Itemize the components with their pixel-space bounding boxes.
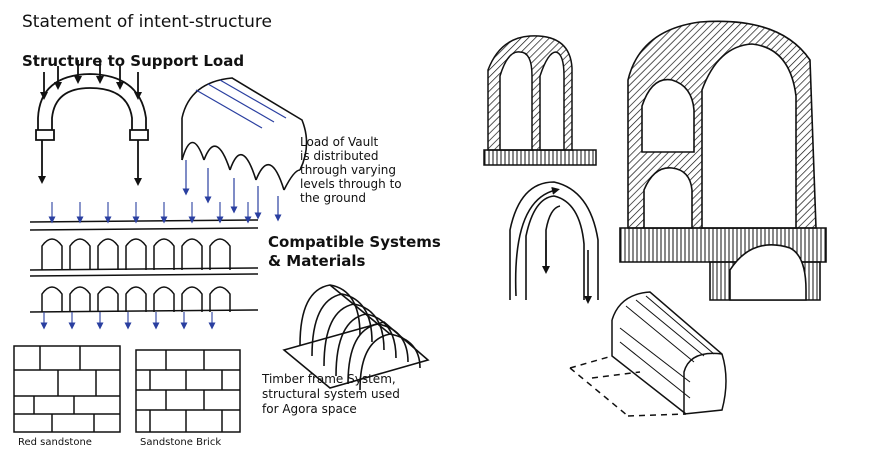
- vault-note-line: levels through to: [300, 177, 402, 191]
- vault-note-line: through varying: [300, 163, 397, 177]
- timber-note-line: Timber frame System,: [262, 372, 396, 386]
- vault-note-line: the ground: [300, 191, 366, 205]
- vault-note-line: is distributed: [300, 149, 379, 163]
- sandstone-brick-sketch: [135, 349, 241, 433]
- pointed-arch-sketch: [509, 181, 599, 304]
- compatible-heading: Compatible Systems & Materials: [268, 233, 441, 271]
- page-title: Statement of intent-structure: [22, 12, 272, 32]
- vault-note-line: Load of Vault: [300, 135, 379, 149]
- compatible-heading-line: & Materials: [268, 252, 366, 270]
- timber-note: Timber frame System, structural system u…: [262, 372, 400, 417]
- barrel-vault-sketch: [569, 291, 727, 417]
- arched-section-sketch: [619, 20, 827, 301]
- double-arch-sketch: [483, 35, 597, 166]
- compatible-heading-line: Compatible Systems: [268, 233, 441, 251]
- timber-note-line: structural system used: [262, 387, 400, 401]
- red-sandstone-caption: Red sandstone: [18, 437, 92, 448]
- vault-sketch: [181, 77, 308, 222]
- vault-note: Load of Vault is distributed through var…: [300, 135, 402, 205]
- arcade-elevation-sketch: [29, 202, 259, 330]
- sandstone-brick-caption: Sandstone Brick: [140, 437, 222, 448]
- timber-frame-sketch: [282, 284, 430, 391]
- structure-heading: Structure to Support Load: [22, 52, 245, 70]
- load-arch-sketch: [35, 60, 149, 186]
- timber-note-line: for Agora space: [262, 402, 357, 416]
- red-sandstone-sketch: [13, 345, 121, 433]
